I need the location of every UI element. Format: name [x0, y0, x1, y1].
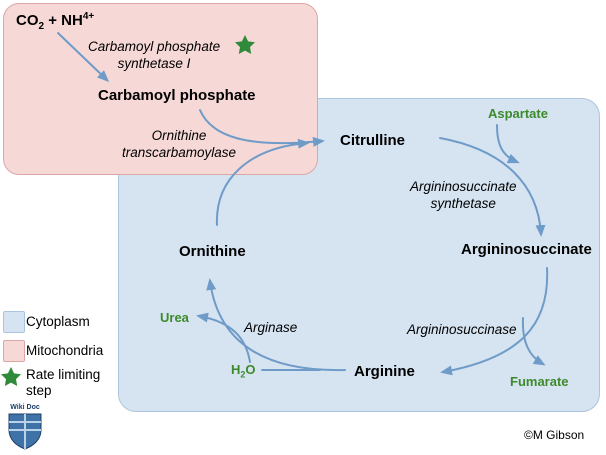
enzyme-asl: Argininosuccinase	[407, 322, 517, 337]
node-co2-nh4: CO2 + NH4+	[16, 11, 95, 32]
substrate-fumarate: Fumarate	[510, 374, 569, 389]
arrow-urea-out	[196, 312, 251, 363]
arrow-ornithine-to-citrulline	[215, 138, 310, 226]
wikidoc-logo: Wiki Doc	[5, 404, 45, 450]
substrate-water: H2O	[231, 362, 256, 380]
legend-swatch-mitochondria	[3, 340, 25, 362]
legend-star-icon	[1, 367, 21, 386]
arrow-aspartate-in	[496, 124, 520, 164]
legend-swatch-cytoplasm	[3, 311, 25, 333]
node-carbamoyl-phosphate: Carbamoyl phosphate	[98, 87, 256, 104]
legend-cytoplasm: Cytoplasm	[26, 314, 90, 329]
node-citrulline: Citrulline	[340, 132, 406, 149]
node-argininosuccinate: Argininosuccinate	[461, 241, 592, 258]
enzyme-ass: Argininosuccinate synthetase	[410, 179, 517, 211]
shield-icon	[8, 413, 42, 450]
substrate-urea: Urea	[160, 310, 189, 325]
enzyme-arginase: Arginase	[244, 320, 298, 335]
star-icon	[235, 35, 255, 54]
legend-mitochondria: Mitochondria	[26, 343, 104, 358]
arrow-citrulline-to-argininosuccinate	[439, 137, 546, 237]
substrate-aspartate: Aspartate	[488, 106, 548, 121]
node-ornithine: Ornithine	[179, 243, 246, 260]
node-arginine: Arginine	[354, 363, 415, 380]
enzyme-otc: Ornithine transcarbamoylase	[122, 128, 237, 160]
enzyme-cps1: Carbamoyl phosphate synthetase I	[88, 39, 221, 71]
arrow-fumarate-out	[521, 317, 546, 366]
credit-text: ©M Gibson	[524, 428, 585, 442]
arrow-co2-to-carbamoyl	[57, 32, 110, 83]
arrow-argininosuccinate-to-arginine	[440, 267, 549, 376]
mitochondria-region	[3, 3, 318, 175]
legend-rate-limiting: Rate limiting step	[26, 367, 101, 398]
